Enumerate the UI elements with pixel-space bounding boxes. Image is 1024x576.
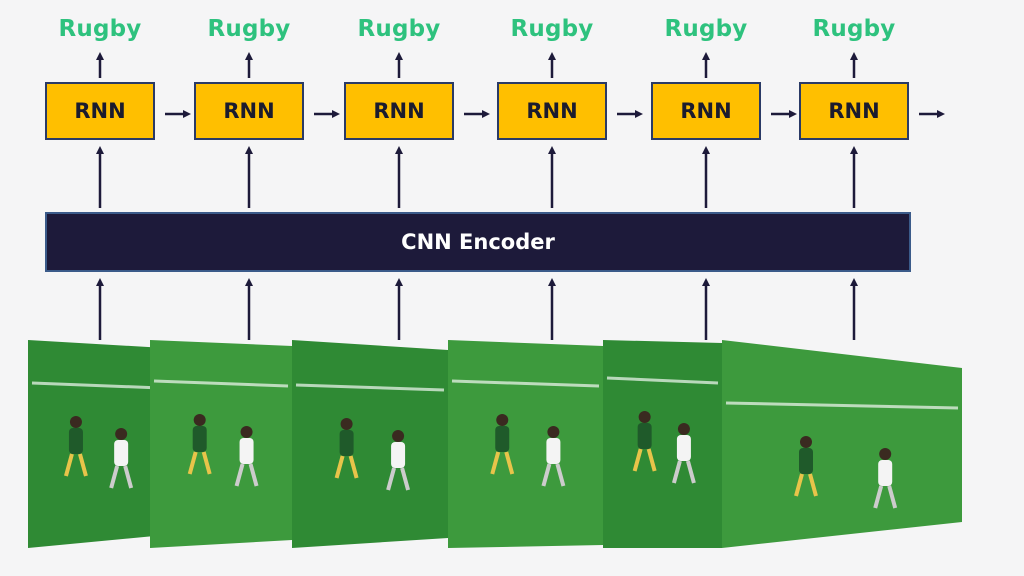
player-figure: [339, 430, 354, 456]
player-head: [392, 430, 405, 442]
player-legs: [386, 467, 411, 491]
player-legs: [334, 455, 359, 479]
pitch-background: [292, 340, 448, 548]
player-figure: [546, 438, 561, 464]
arrow-group: [96, 52, 945, 340]
player-head: [496, 414, 509, 426]
player-figure: [637, 423, 652, 449]
player-head: [677, 423, 690, 435]
player-figure: [114, 440, 129, 466]
player-head: [800, 436, 812, 448]
player-head: [879, 448, 892, 460]
pitch-background: [28, 340, 165, 548]
rnn-cell-3: RNN: [344, 82, 454, 140]
pitch-background: [150, 340, 292, 548]
video-frame-4: [448, 340, 603, 548]
pitch-background: [722, 340, 962, 548]
player-head: [115, 428, 128, 440]
player-head: [638, 411, 651, 423]
rnn-cell-2: RNN: [194, 82, 304, 140]
player-head: [69, 416, 82, 428]
player-legs: [632, 448, 657, 472]
player-legs: [109, 465, 134, 489]
rnn-cell-1: RNN: [45, 82, 155, 140]
output-label-6: Rugby: [812, 16, 896, 42]
pitch-line: [153, 379, 289, 388]
player-figure: [495, 426, 510, 452]
player-head: [193, 414, 206, 426]
output-label-2: Rugby: [207, 16, 291, 42]
video-frame-2: [150, 340, 292, 548]
player-legs: [64, 453, 88, 477]
player-figure: [391, 442, 406, 468]
rnn-cell-5: RNN: [651, 82, 761, 140]
rnn-cell-6: RNN: [799, 82, 909, 140]
pitch-line: [31, 381, 162, 390]
output-label-5: Rugby: [664, 16, 748, 42]
video-frame-6: [722, 340, 962, 548]
pitch-line: [725, 401, 959, 410]
pitch-line: [295, 383, 445, 392]
player-legs: [187, 451, 212, 475]
frame-group: [28, 340, 962, 548]
video-frame-1: [28, 340, 165, 548]
pitch-line: [606, 376, 719, 385]
pitch-line: [451, 379, 600, 388]
player-figure: [799, 448, 813, 474]
player-figure: [192, 426, 207, 452]
player-legs: [671, 460, 696, 484]
player-legs: [873, 485, 898, 509]
cnn-encoder-block: CNN Encoder: [45, 212, 911, 272]
player-figure: [239, 438, 254, 464]
player-figure: [68, 428, 83, 454]
pitch-background: [603, 340, 722, 548]
player-head: [340, 418, 353, 430]
player-figure: [878, 460, 893, 486]
output-label-4: Rugby: [510, 16, 594, 42]
player-head: [240, 426, 253, 438]
player-figure: [676, 435, 691, 461]
player-legs: [234, 463, 259, 487]
player-legs: [490, 451, 515, 475]
player-head: [547, 426, 560, 438]
rnn-cell-4: RNN: [497, 82, 607, 140]
player-legs: [794, 473, 818, 497]
player-legs: [541, 463, 566, 487]
output-label-3: Rugby: [357, 16, 441, 42]
video-frame-3: [292, 340, 448, 548]
pitch-background: [448, 340, 603, 548]
output-label-1: Rugby: [58, 16, 142, 42]
video-frame-5: [603, 340, 722, 548]
